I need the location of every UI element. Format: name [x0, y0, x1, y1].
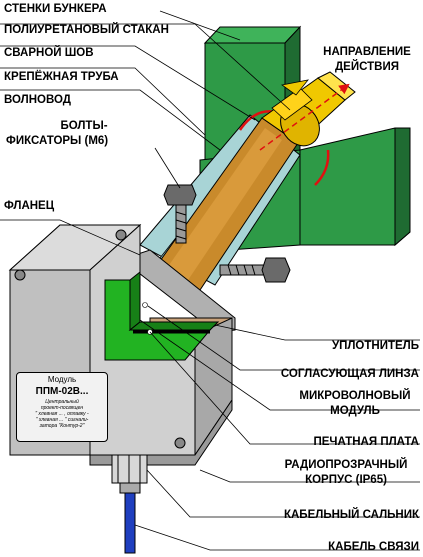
- cable: [124, 492, 136, 554]
- bolt-upper: [163, 184, 197, 244]
- label-mount-pipe: КРЕПЁЖНАЯ ТРУБА: [4, 71, 119, 83]
- label-mw-module-line1: МИКРОВОЛНОВЫЙ: [299, 390, 411, 402]
- nameplate-line3: " хлевная ... , оплавку -: [35, 411, 89, 417]
- direction-arrow: [259, 83, 350, 151]
- nameplate-line5: затора "Контур-2": [39, 423, 85, 429]
- label-gland: КАБЕЛЬНЫЙ САЛЬНИК: [283, 509, 419, 521]
- label-housing-line1: РАДИОПРОЗРАЧНЫЙ: [284, 459, 408, 471]
- label-poly-cup: ПОЛИУРЕТАНОВЫЙ СТАКАН: [4, 24, 169, 36]
- cable-gland: [111, 454, 148, 494]
- label-bunker-walls: СТЕНКИ БУНКЕРА: [4, 3, 107, 15]
- lens-point: [142, 302, 148, 308]
- label-cable: КАБЕЛЬ СВЯЗИ: [328, 541, 419, 553]
- label-flange: ФЛАНЕЦ: [4, 200, 55, 212]
- label-direction-line1: НАПРАВЛЕНИЕ: [323, 46, 411, 58]
- label-bolts-line1: БОЛТЫ-: [60, 120, 108, 132]
- nameplate-line4: " хлевная ... " сигнали-: [35, 417, 89, 423]
- nameplate-line2: проект-посвящен: [40, 405, 84, 411]
- nameplate: Модуль ППМ-02В... Центральный проект-пос…: [16, 372, 108, 442]
- nameplate-model: ППМ-02В...: [35, 386, 89, 397]
- bolt-lower: [219, 257, 291, 283]
- label-lens: СОГЛАСУЮЩАЯ ЛИНЗА: [280, 368, 419, 380]
- nameplate-title: Модуль: [47, 375, 77, 384]
- leader-lines: [0, 10, 420, 551]
- label-direction-line2: ДЕЙСТВИЯ: [334, 61, 399, 73]
- weld-seam-bottom: [314, 149, 330, 186]
- label-waveguide: ВОЛНОВОД: [4, 94, 72, 106]
- label-pcb: ПЕЧАТНАЯ ПЛАТА: [313, 436, 419, 448]
- label-mw-module-line2: МОДУЛЬ: [330, 405, 380, 417]
- label-bolts-line2: ФИКСАТОРЫ (М6): [6, 135, 109, 147]
- microwave-module: [104, 270, 220, 361]
- label-seal: УПЛОТНИТЕЛЬ: [331, 340, 419, 352]
- label-housing-line2: КОРПУС (IP65): [305, 474, 387, 486]
- label-weld-seam: СВАРНОЙ ШОВ: [4, 47, 94, 59]
- nameplate-line1: Центральный: [45, 399, 79, 405]
- cup-pointer: [281, 79, 309, 96]
